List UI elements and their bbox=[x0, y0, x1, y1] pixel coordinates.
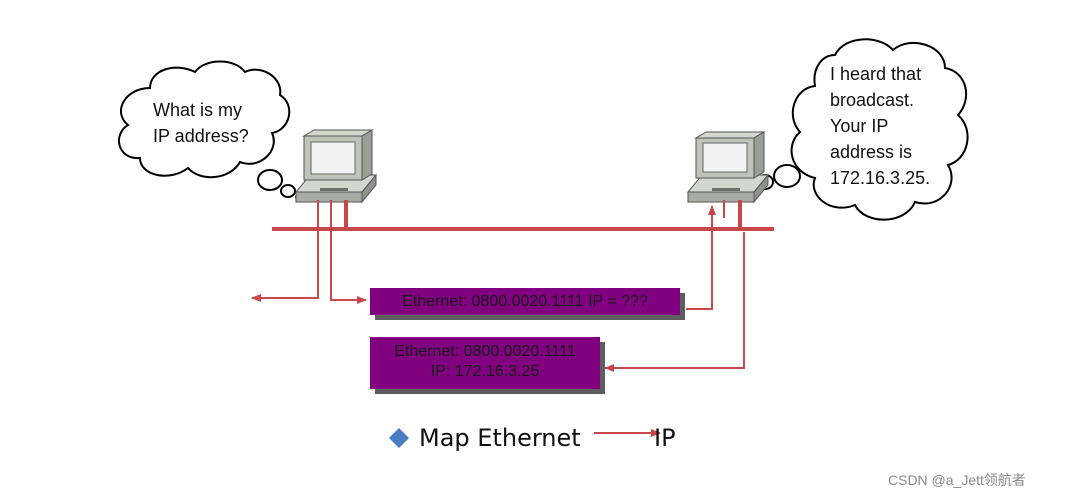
reply-to-packet-arrow bbox=[604, 232, 745, 372]
network-wires bbox=[272, 200, 774, 231]
reply-packet-line1: Ethernet: 0800.0020.1111 bbox=[394, 343, 576, 360]
reply-packet-line2: IP: 172.16.3.25 bbox=[430, 363, 540, 380]
request-received-arrow bbox=[686, 205, 716, 310]
request-to-packet-arrow bbox=[330, 200, 367, 304]
left-cloud-text: What is my IP address? bbox=[153, 100, 249, 146]
signal-paths bbox=[251, 200, 745, 372]
legend-right-label: IP bbox=[654, 424, 676, 452]
left-computer-icon bbox=[294, 129, 378, 204]
arp-request-packet: Ethernet: 0800.0020.1111 IP = ??? bbox=[370, 288, 680, 315]
legend-left-label: Map Ethernet bbox=[419, 424, 581, 452]
watermark-text: CSDN @a_Jett领航者 bbox=[888, 472, 1026, 488]
right-cloud-text: I heard that broadcast. Your IP address … bbox=[830, 64, 931, 188]
broadcast-outgoing-arrow bbox=[251, 200, 319, 302]
request-packet-label: Ethernet: 0800.0020.1111 IP = ??? bbox=[402, 293, 648, 310]
diamond-bullet-icon bbox=[389, 428, 409, 448]
rarp-reply-packet: Ethernet: 0800.0020.1111 IP: 172.16.3.25 bbox=[370, 337, 600, 389]
right-computer-icon bbox=[686, 131, 770, 204]
legend-mapping bbox=[389, 428, 661, 448]
